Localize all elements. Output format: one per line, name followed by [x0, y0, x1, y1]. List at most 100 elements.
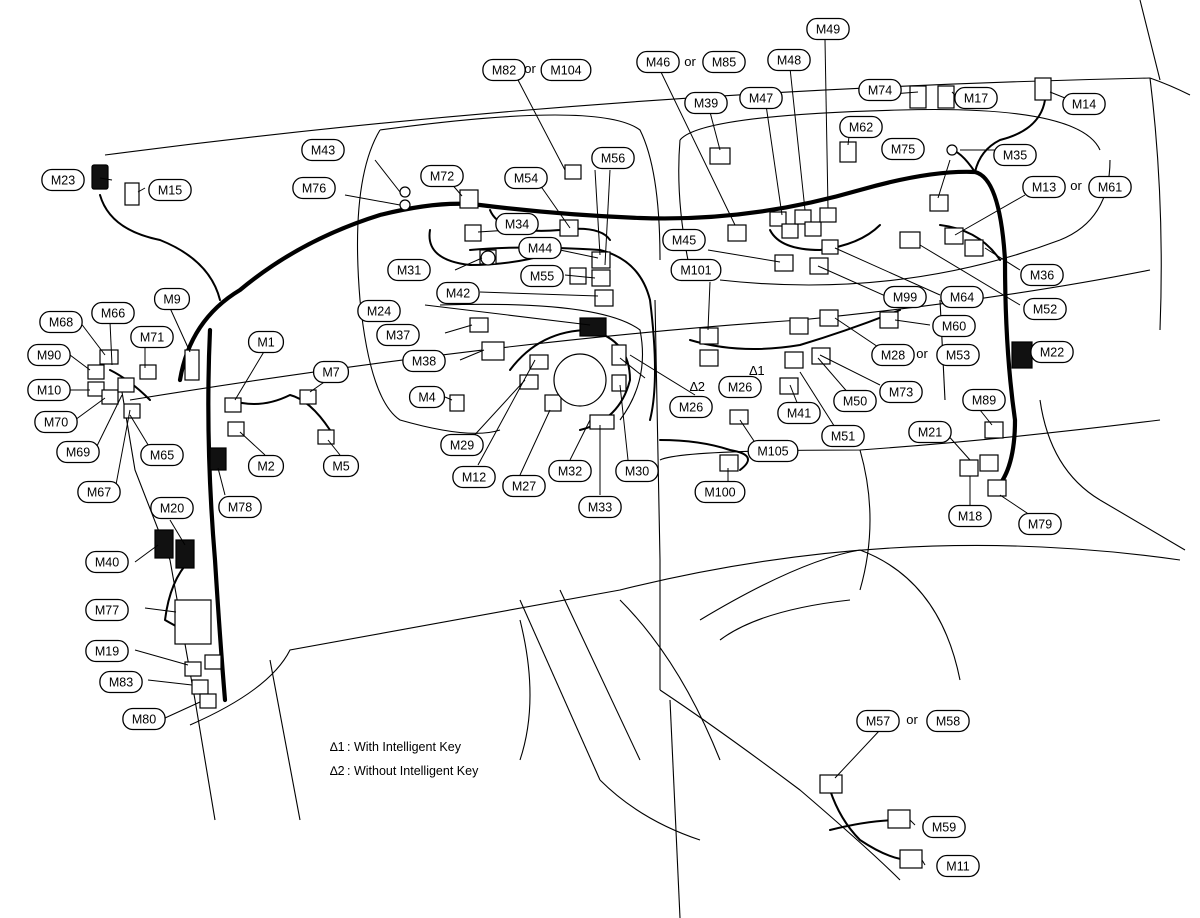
connector-label-m58: M58 [926, 709, 970, 733]
connector-label-text: M54 [514, 172, 538, 186]
connector-label-m12: M12 [452, 465, 496, 489]
connector-label-m75: M75 [881, 137, 925, 161]
connector-label-box [856, 709, 900, 733]
connector-label-box [993, 143, 1037, 167]
connector-label-m73: M73 [879, 380, 923, 404]
connector-label-box [821, 424, 865, 448]
connector-label-box [806, 17, 850, 41]
vehicle-outline [104, 0, 1191, 918]
connector-label-text: M68 [49, 316, 73, 330]
connector-label-m30: M30 [615, 459, 659, 483]
connector-label-box [1022, 175, 1066, 199]
connector-label-m2: M2 [247, 454, 285, 478]
or-word: or [916, 346, 928, 361]
connector-label-text: M48 [777, 54, 801, 68]
connector-label-box [322, 454, 360, 478]
connector-label-box [548, 459, 592, 483]
connector-label-text: M13 [1032, 181, 1056, 195]
connector-label-text: M10 [37, 384, 61, 398]
connector-label-m59: M59 [922, 815, 966, 839]
connector-label-m41: M41 [777, 401, 821, 425]
connector-label-text: M56 [601, 152, 625, 166]
connector-label-box [520, 264, 564, 288]
connector-label-box [936, 343, 980, 367]
connector-label-m50: M50 [833, 389, 877, 413]
connector-label-text: M12 [462, 471, 486, 485]
connector-label-box [150, 496, 194, 520]
connector-label-text: M82 [492, 64, 516, 78]
connector-label-box [85, 639, 129, 663]
connector-label-text: M74 [868, 84, 892, 98]
connector-label-m78: M78 [218, 495, 262, 519]
connector-label-box [402, 349, 446, 373]
connector-label-box [879, 380, 923, 404]
connector-label-box [452, 465, 496, 489]
connector-label-text: M41 [787, 407, 811, 421]
connector-label-text: M85 [712, 56, 736, 70]
connector-label-text: M66 [101, 307, 125, 321]
connector-label-box [85, 598, 129, 622]
connector-label-m67: M67 [77, 480, 121, 504]
connector-label-text: M76 [302, 182, 326, 196]
connector-label-m69: M69 [56, 440, 100, 464]
connector-label-m20: M20 [150, 496, 194, 520]
connector-label-text: M9 [163, 293, 180, 307]
connector-label-box [1023, 297, 1067, 321]
connector-label-box [301, 138, 345, 162]
connector-label-m66: M66 [91, 301, 135, 325]
connector-label-m39: M39 [684, 91, 728, 115]
connector-label-box [148, 178, 192, 202]
connector-label-m77: M77 [85, 598, 129, 622]
connector-label-m51: M51 [821, 424, 865, 448]
connector-label-text: M71 [140, 331, 164, 345]
connector-label-box [408, 385, 446, 409]
connector-label-text: M33 [588, 501, 612, 515]
connector-label-text: M11 [946, 860, 969, 874]
connector-label-m47: M47 [739, 86, 783, 110]
connector-label-m26: M26 [669, 395, 713, 419]
connector-label-m27: M27 [502, 474, 546, 498]
or-word: or [684, 54, 696, 69]
connector-label-box [27, 343, 71, 367]
connector-label-text: M7 [322, 366, 339, 380]
connector-label-box [908, 420, 952, 444]
connector-label-box [636, 50, 680, 74]
footnote-1-mark: ∆1 [330, 740, 345, 754]
connector-label-text: M36 [1030, 269, 1054, 283]
connector-label-box [932, 314, 976, 338]
connector-label-m5: M5 [322, 454, 360, 478]
star-markers: ∆1 ∆2 [690, 363, 765, 394]
connector-label-text: M105 [757, 445, 788, 459]
connector-label-m31: M31 [387, 258, 431, 282]
connector-label-text: M69 [66, 446, 90, 460]
connector-label-text: M37 [386, 329, 410, 343]
connector-label-text: M15 [158, 184, 182, 198]
footnote-2-mark: ∆2 [330, 764, 345, 778]
connector-label-text: M30 [625, 465, 649, 479]
connector-label-m52: M52 [1023, 297, 1067, 321]
connector-label-m26: M26 [718, 375, 762, 399]
connector-label-text: M17 [964, 92, 988, 106]
connector-label-box [684, 91, 728, 115]
connector-label-text: M35 [1003, 149, 1027, 163]
connector-label-m89: M89 [962, 388, 1006, 412]
connector-label-text: M80 [132, 713, 156, 727]
connector-label-text: M65 [150, 449, 174, 463]
connector-label-m37: M37 [376, 323, 420, 347]
or-word: or [524, 61, 536, 76]
connector-label-m4: M4 [408, 385, 446, 409]
connector-label-m28: M28 [871, 343, 915, 367]
connector-label-text: M31 [397, 264, 421, 278]
connector-label-m17: M17 [954, 86, 998, 110]
connector-label-box [767, 48, 811, 72]
connector-label-m55: M55 [520, 264, 564, 288]
connector-label-text: M60 [942, 320, 966, 334]
connector-label-text: M5 [332, 460, 349, 474]
connector-label-m44: M44 [518, 236, 562, 260]
connector-label-text: M49 [816, 23, 840, 37]
connector-label-text: M21 [918, 426, 942, 440]
connector-label-m104: M104 [540, 58, 592, 82]
connector-label-text: M89 [972, 394, 996, 408]
footnote-2-text: : Without Intelligent Key [347, 764, 479, 778]
connector-label-text: M77 [95, 604, 119, 618]
